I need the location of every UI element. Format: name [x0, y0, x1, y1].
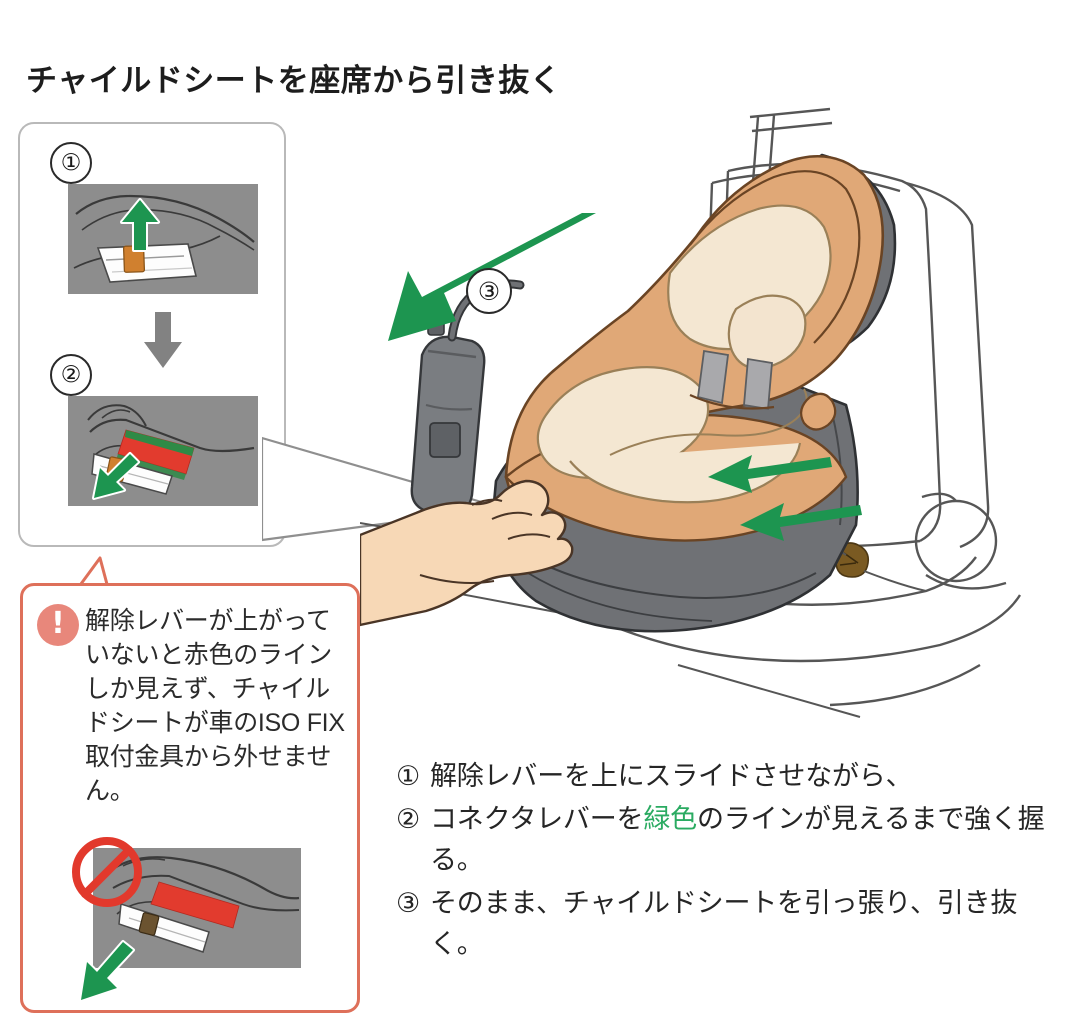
warning-text: 解除レバーが上がっていないと赤色のラインしか見えず、チャイルドシートが車のISO… — [85, 607, 345, 805]
list-text: 解除レバーを上にスライドさせながら、 — [430, 761, 913, 791]
isofix-anchor-lower — [835, 542, 870, 578]
step-marker-1: ① — [50, 142, 92, 184]
exclamation-icon: ! — [37, 604, 79, 646]
list-item: ③ そのまま、チャイルドシートを引っ張り、引き抜く。 — [396, 883, 1066, 965]
warning-balloon: ! 解除レバーが上がっていないと赤色のラインしか見えず、チャイルドシートが車のI… — [20, 583, 360, 1013]
pull-arrow-low — [740, 503, 862, 541]
step-detail-panel: ① — [18, 122, 286, 547]
main-illustration — [360, 107, 1022, 718]
pull-arrow-mid — [708, 455, 832, 493]
flow-down-arrow-icon — [142, 312, 184, 370]
step-marker-2: ② — [50, 354, 92, 396]
list-marker: ③ — [396, 888, 421, 920]
green-line-visible-illustration — [68, 396, 258, 506]
lever-up-illustration — [68, 184, 258, 294]
list-marker: ① — [396, 761, 421, 792]
step-marker-3: ③ — [466, 268, 512, 314]
green-up-arrow-icon — [120, 198, 160, 252]
green-pull-arrow-icon — [92, 452, 140, 500]
prohibition-icon — [72, 837, 142, 907]
page-title: チャイルドシートを座席から引き抜く — [26, 63, 562, 98]
hand — [360, 479, 574, 627]
list-text: コネクタレバーを緑色のラインが見えるまで強く握る。 — [430, 804, 1045, 876]
detail-image-step1 — [68, 184, 258, 294]
pull-arrow-main — [388, 213, 596, 341]
warning-detail-image — [93, 848, 301, 968]
list-marker: ② — [396, 804, 421, 836]
list-text: そのまま、チャイルドシートを引っ張り、引き抜く。 — [430, 888, 1018, 960]
list-item: ① 解除レバーを上にスライドさせながら、 — [396, 756, 1066, 797]
green-pull-arrow-icon — [79, 940, 135, 1002]
harness-straps — [689, 349, 837, 431]
green-highlight: 緑色 — [643, 804, 697, 835]
detail-image-step2 — [68, 396, 258, 506]
list-item: ② コネクタレバーを緑色のラインが見えるまで強く握る。 — [396, 799, 1066, 881]
exclamation-glyph: ! — [51, 606, 65, 641]
instruction-list: ① 解除レバーを上にスライドさせながら、 ② コネクタレバーを緑色のラインが見え… — [396, 756, 1066, 967]
